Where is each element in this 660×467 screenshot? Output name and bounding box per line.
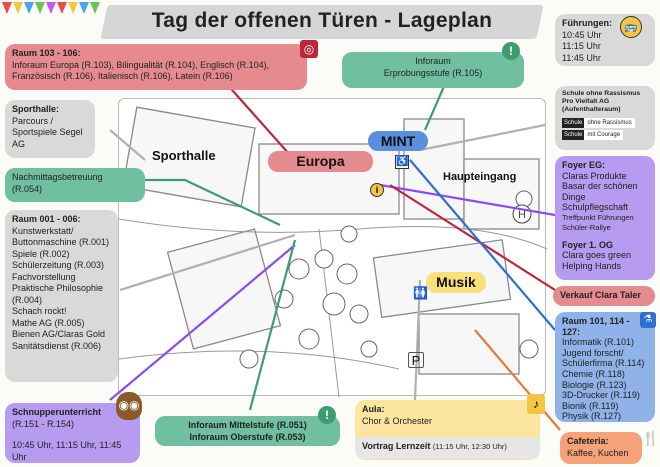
small: (11:15 Uhr, 12:30 Uhr) (432, 442, 507, 451)
item-small: Treffpunkt Führungen (562, 212, 634, 222)
box-verkauf-clara-taler: Verkauf Clara Taler (553, 286, 655, 306)
heading: Aula: (362, 404, 385, 414)
item: Spiele (R.002) (12, 248, 70, 259)
heading: Sporthalle: (12, 104, 60, 114)
item: Fachvorstellung Praktische Philosophie (… (12, 271, 104, 305)
heading-2: Foyer 1. OG (562, 239, 614, 250)
logo-word: Schule (562, 118, 585, 128)
heading: Nachmittagsbetreuung (12, 172, 103, 182)
box-cafeteria: Cafeteria: Kaffee, Kuchen (560, 432, 642, 464)
text: (R.054) (12, 183, 43, 194)
item: Claras Produkte (562, 170, 627, 181)
heading: Verkauf Clara Taler (560, 290, 641, 300)
parking-sign: P (408, 352, 424, 368)
item: Kunstwerkstatt/ Buttonmaschine (R.001) (12, 225, 110, 248)
text: Erprobungsstufe (R.105) (383, 67, 483, 78)
item: Biologie (R.123) (562, 379, 627, 390)
text: Inforaum Europa (R.103), Bilingualität (… (12, 59, 270, 82)
item: Chemie (R.118) (562, 368, 625, 379)
item: 3D-Drucker (R.119) (562, 390, 640, 401)
item: Clara goes green (562, 250, 632, 260)
text: Kaffee, Kuchen (567, 447, 629, 458)
box-raum-101-127: Raum 101, 114 - 127: Informatik (R.101) … (555, 312, 655, 422)
bunting-icon (2, 2, 101, 14)
svg-text:H: H (518, 209, 526, 221)
cutlery-icon: 🍴 (642, 430, 660, 446)
box-inforaum-erprobung: Inforaum Erprobungsstufe (R.105) (342, 52, 524, 88)
box-foyer: Foyer EG: Claras Produkte Basar der schö… (555, 156, 655, 280)
heading: Schnupperunterricht (12, 407, 102, 417)
box-schnupperunterricht: Schnupperunterricht (R.151 - R.154) 10:4… (5, 403, 140, 463)
line-1: Inforaum Mittelstufe (R.051) (188, 420, 307, 430)
text: Parcours / Sportspiele Segel AG (12, 115, 83, 149)
line-2: Inforaum Oberstufe (R.053) (189, 431, 306, 442)
map-label-haupteingang: Haupteingang (443, 171, 517, 183)
map-label-mint: MINT (368, 131, 428, 151)
wheelchair-icon: ♿ (395, 155, 409, 169)
box-raum-103-106: Raum 103 - 106: Inforaum Europa (R.103),… (5, 44, 307, 90)
globe-icon: ◎ (300, 40, 318, 58)
map-label-europa: Europa (268, 151, 373, 172)
item: Sanitätsdienst (R.006) (12, 340, 102, 351)
item: Physik (R.127) (562, 411, 622, 422)
exclamation-icon: ! (318, 406, 336, 424)
item: Bienen AG/Claras Gold (12, 329, 106, 339)
time-3: 11:45 Uhr (562, 52, 601, 63)
item: Schach rockt! (12, 306, 67, 316)
text: Schule ohne Rassismus Pro Vielfalt AG (A… (562, 90, 641, 113)
heading: Raum 103 - 106: (12, 48, 81, 58)
box-raum-001-006: Raum 001 - 006: Kunstwerkstatt/ Buttonma… (5, 210, 118, 382)
logo-bottom: mit Courage (584, 130, 624, 140)
item: Mathe AG (R.005) (12, 317, 85, 328)
text: (R.151 - R.154) (12, 418, 75, 429)
box-sporthalle: Sporthalle: Parcours / Sportspiele Segel… (5, 100, 95, 158)
owl-icon: ◉◉ (116, 392, 142, 420)
site-map: H (118, 98, 548, 398)
map-label-musik: Musik (426, 272, 486, 293)
info-icon: i (370, 183, 384, 197)
item: Schulpflegschaft (562, 202, 629, 212)
heading: Inforaum (415, 56, 451, 66)
times: 10:45 Uhr, 11:15 Uhr, 11:45 Uhr (12, 440, 122, 462)
bus-stop-icon: 🚌 (620, 16, 642, 38)
heading: Foyer EG: (562, 160, 606, 170)
time-2: 11:15 Uhr (562, 41, 601, 51)
map-label-sporthalle: Sporthalle (152, 148, 216, 163)
item: Helping Hands (562, 260, 622, 271)
time-1: 10:45 Uhr (562, 29, 602, 40)
map-drawing: H (118, 106, 548, 398)
item: Schülerzeitung (R.003) (12, 260, 105, 270)
box-inforaum-mittelstufe: Inforaum Mittelstufe (R.051) Inforaum Ob… (155, 416, 340, 446)
item: Basar der schönen Dinge (562, 181, 638, 202)
music-note-icon: ♪ (527, 394, 545, 414)
page-title: Tag der offenen Türen - Lageplan (151, 9, 493, 32)
restroom-icon: 🚻 (413, 286, 428, 300)
item: Jugend forscht/ Schülerfirma (R.114) (562, 347, 645, 369)
text: Vortrag Lernzeit (362, 441, 431, 451)
box-nachmittagsbetreuung: Nachmittagsbetreuung (R.054) (5, 168, 145, 202)
item: Bionik (R.119) (562, 400, 619, 411)
heading: Raum 001 - 006: (12, 214, 81, 224)
exclamation-icon: ! (502, 42, 520, 60)
heading: Cafeteria: (567, 436, 609, 446)
logo-top: ohne Rassismus (584, 118, 635, 128)
box-vortrag-lernzeit: Vortrag Lernzeit (11:15 Uhr, 12:30 Uhr) (355, 437, 540, 459)
box-schule-ohne-rassismus: Schule ohne Rassismus Pro Vielfalt AG (A… (555, 86, 655, 150)
logo-word: Schule (562, 130, 585, 140)
item-small: Schüler-Rallye (562, 223, 611, 232)
item: Informatik (R.101) (562, 337, 635, 348)
heading: Raum 101, 114 - 127: (562, 316, 630, 337)
text: Chor & Orchester (362, 415, 433, 426)
flask-icon: ⚗ (640, 312, 656, 328)
heading: Führungen: (562, 18, 612, 28)
